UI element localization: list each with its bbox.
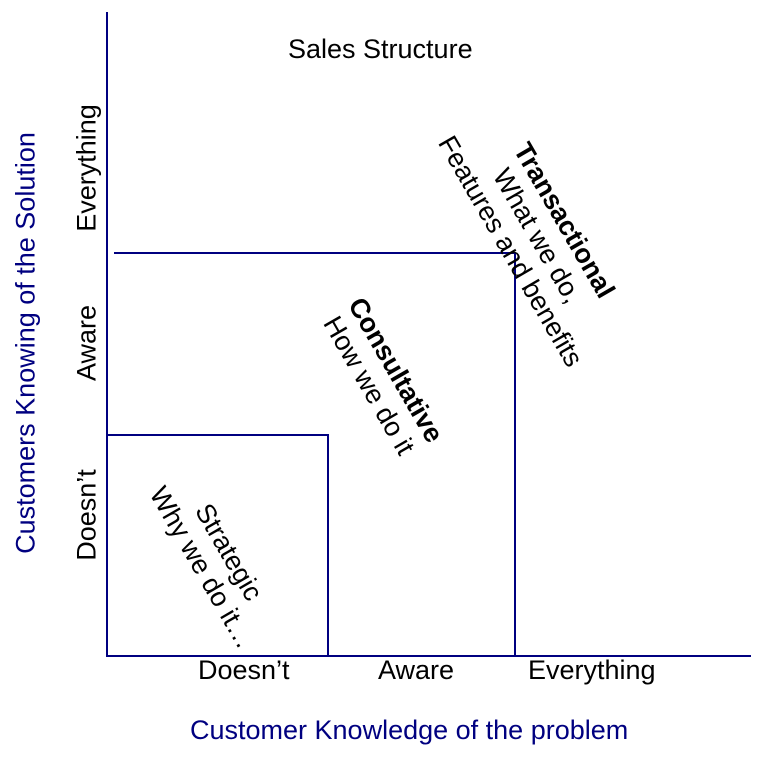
- consultative-region-border: [114, 252, 516, 656]
- y-tick-aware: Aware: [71, 304, 102, 382]
- x-tick-aware: Aware: [378, 655, 455, 685]
- diagram-title: Sales Structure: [288, 34, 473, 64]
- x-tick-everything: Everything: [528, 655, 656, 685]
- x-axis-title: Customer Knowledge of the problem: [190, 715, 629, 745]
- y-tick-doesnt: Doesn’t: [71, 469, 102, 561]
- x-tick-doesnt: Doesn’t: [198, 655, 290, 685]
- y-tick-everything: Everything: [71, 104, 102, 232]
- y-axis-title: Customers Knowing of the Solution: [10, 132, 41, 554]
- strategic-region-border: [107, 434, 329, 656]
